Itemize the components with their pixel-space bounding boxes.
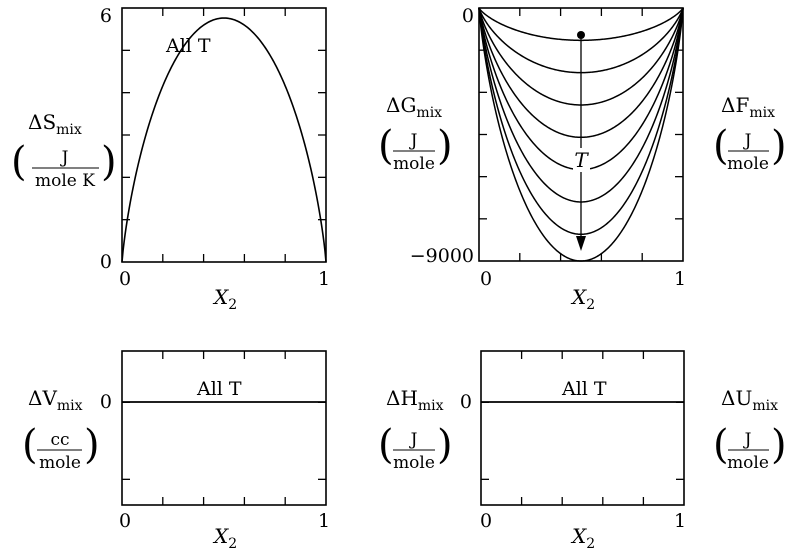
entropy-ylabel: ΔSmix bbox=[28, 110, 82, 138]
temperature-arrow-head bbox=[576, 236, 586, 251]
internal-energy-unit-numerator: J bbox=[743, 430, 752, 450]
gibbs-panel: T 0 −9000 0 1 X2 ΔGmix ( J mole ) ΔFmix … bbox=[378, 5, 787, 313]
gibbs-curve bbox=[478, 7, 684, 262]
temperature-label-background bbox=[573, 148, 590, 172]
volume-ylabel: ΔVmix bbox=[28, 386, 83, 414]
entropy-ticks bbox=[122, 8, 326, 262]
volume-ylabel-symbol: ΔV bbox=[28, 386, 57, 410]
enthalpy-ylabel-sub: mix bbox=[418, 398, 444, 414]
internal-energy-ylabel-sub: mix bbox=[752, 398, 778, 414]
entropy-ytick-top: 6 bbox=[100, 5, 112, 27]
volume-unit-denominator: mole bbox=[39, 453, 81, 473]
gibbs-unit-denominator: mole bbox=[393, 154, 435, 174]
volume-unit-numerator: cc bbox=[50, 430, 69, 450]
entropy-xtick-right: 1 bbox=[318, 268, 330, 290]
gibbs-xtick-left: 0 bbox=[480, 268, 492, 290]
gibbs-ylabel-symbol: ΔG bbox=[386, 93, 416, 117]
entropy-panel: All T 6 0 0 1 X2 ΔSmix ( J mole K ) bbox=[11, 5, 330, 313]
gibbs-ylabel: ΔGmix bbox=[386, 93, 442, 121]
enthalpy-xlabel-sub: 2 bbox=[586, 536, 595, 551]
entropy-xtick-left: 0 bbox=[119, 268, 131, 290]
entropy-unit-close: ) bbox=[101, 139, 117, 185]
entropy-unit-denominator: mole K bbox=[35, 171, 95, 191]
entropy-curve bbox=[121, 17, 327, 263]
volume-ticks bbox=[122, 351, 326, 505]
enthalpy-panel: All T 0 0 1 X2 ΔHmix ( J mole ) ΔUmix ( … bbox=[378, 350, 787, 551]
helmholtz-ylabel-sub: mix bbox=[749, 105, 775, 121]
enthalpy-ylabel: ΔHmix bbox=[386, 386, 444, 414]
entropy-unit-numerator: J bbox=[60, 148, 69, 168]
enthalpy-xlabel-symbol: X bbox=[570, 524, 587, 548]
internal-energy-unit-denominator: mole bbox=[727, 453, 769, 473]
enthalpy-ticks bbox=[481, 351, 684, 505]
temperature-arrow-start-dot bbox=[577, 31, 585, 39]
entropy-ytick-bottom: 0 bbox=[100, 251, 112, 273]
entropy-ylabel-symbol: ΔS bbox=[28, 110, 56, 134]
enthalpy-unit-open: ( bbox=[378, 422, 394, 468]
volume-ylabel-sub: mix bbox=[57, 398, 83, 414]
volume-xlabel-sub: 2 bbox=[228, 536, 237, 551]
enthalpy-xlabel: X2 bbox=[570, 524, 595, 551]
entropy-plot-frame bbox=[121, 7, 327, 263]
gibbs-ylabel-sub: mix bbox=[416, 105, 442, 121]
internal-energy-ylabel-symbol: ΔU bbox=[721, 386, 752, 410]
volume-xtick-right: 1 bbox=[318, 510, 330, 532]
enthalpy-ylabel-symbol: ΔH bbox=[386, 386, 418, 410]
enthalpy-annotation-text: All T bbox=[561, 378, 607, 400]
volume-plot-frame bbox=[121, 350, 327, 506]
entropy-annotation: All T bbox=[165, 35, 211, 57]
entropy-xlabel: X2 bbox=[212, 285, 237, 313]
enthalpy-plot-frame bbox=[480, 350, 685, 506]
temperature-arrow-label: T bbox=[574, 148, 589, 172]
gibbs-xlabel: X2 bbox=[570, 285, 595, 313]
enthalpy-xtick-left: 0 bbox=[480, 510, 492, 532]
helmholtz-unit-numerator: J bbox=[743, 131, 752, 151]
enthalpy-unit-denominator: mole bbox=[393, 453, 435, 473]
volume-annotation: All T bbox=[196, 378, 242, 400]
gibbs-unit-open: ( bbox=[378, 123, 394, 169]
entropy-xlabel-sub: 2 bbox=[228, 297, 237, 313]
gibbs-unit-close: ) bbox=[437, 123, 453, 169]
helmholtz-ylabel-symbol: ΔF bbox=[721, 93, 749, 117]
volume-ytick-zero: 0 bbox=[100, 391, 112, 413]
entropy-unit-open: ( bbox=[11, 139, 27, 185]
volume-xtick-left: 0 bbox=[119, 510, 131, 532]
enthalpy-xtick-right: 1 bbox=[674, 510, 686, 532]
volume-unit-close: ) bbox=[84, 422, 100, 468]
entropy-ylabel-sub: mix bbox=[56, 122, 82, 138]
enthalpy-ytick-zero: 0 bbox=[460, 391, 472, 413]
gibbs-xlabel-symbol: X bbox=[570, 285, 587, 309]
volume-panel: All T 0 0 1 X2 ΔVmix ( cc mole ) bbox=[22, 350, 330, 551]
internal-energy-ylabel: ΔUmix bbox=[721, 386, 778, 414]
helmholtz-unit-open: ( bbox=[713, 123, 729, 169]
entropy-xlabel-symbol: X bbox=[212, 285, 229, 309]
helmholtz-unit-denominator: mole bbox=[727, 154, 769, 174]
gibbs-unit-numerator: J bbox=[409, 131, 418, 151]
gibbs-xlabel-sub: 2 bbox=[586, 297, 595, 313]
volume-xlabel-symbol: X bbox=[212, 524, 229, 548]
volume-annotation-text: All T bbox=[196, 378, 242, 400]
gibbs-ytick-bottom: −9000 bbox=[410, 245, 474, 267]
enthalpy-unit-close: ) bbox=[437, 422, 453, 468]
gibbs-ytick-top: 0 bbox=[462, 5, 474, 27]
gibbs-ticks bbox=[479, 8, 683, 261]
internal-energy-unit-open: ( bbox=[713, 422, 729, 468]
helmholtz-ylabel: ΔFmix bbox=[721, 93, 775, 121]
helmholtz-unit-close: ) bbox=[771, 123, 787, 169]
enthalpy-unit-numerator: J bbox=[409, 430, 418, 450]
entropy-annotation-text: All T bbox=[165, 35, 211, 57]
volume-unit-open: ( bbox=[22, 422, 38, 468]
internal-energy-unit-close: ) bbox=[771, 422, 787, 468]
volume-xlabel: X2 bbox=[212, 524, 237, 551]
enthalpy-annotation: All T bbox=[561, 378, 607, 400]
gibbs-xtick-right: 1 bbox=[674, 268, 686, 290]
